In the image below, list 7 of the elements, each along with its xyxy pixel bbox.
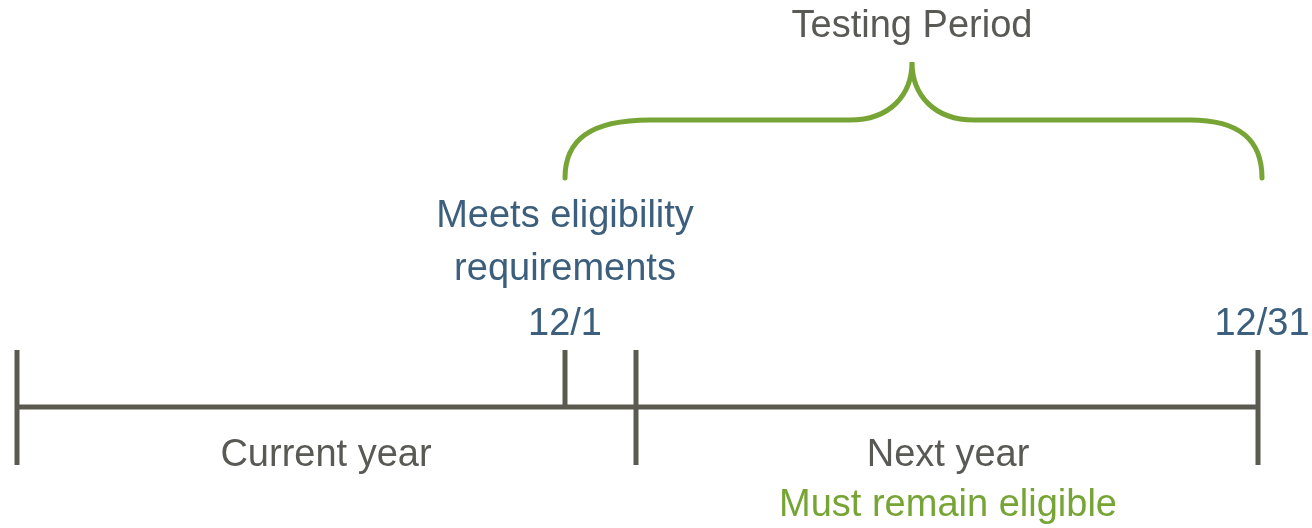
condition-note: Must remain eligible bbox=[779, 481, 1117, 526]
milestone-label: Meets eligibility requirements bbox=[435, 192, 695, 290]
period-label: Current year bbox=[220, 431, 432, 476]
date-label: 12/31 bbox=[1214, 300, 1310, 345]
date-label: 12/1 bbox=[528, 300, 602, 345]
period-heading: Testing Period bbox=[791, 2, 1033, 47]
period-label: Next year bbox=[866, 431, 1030, 476]
